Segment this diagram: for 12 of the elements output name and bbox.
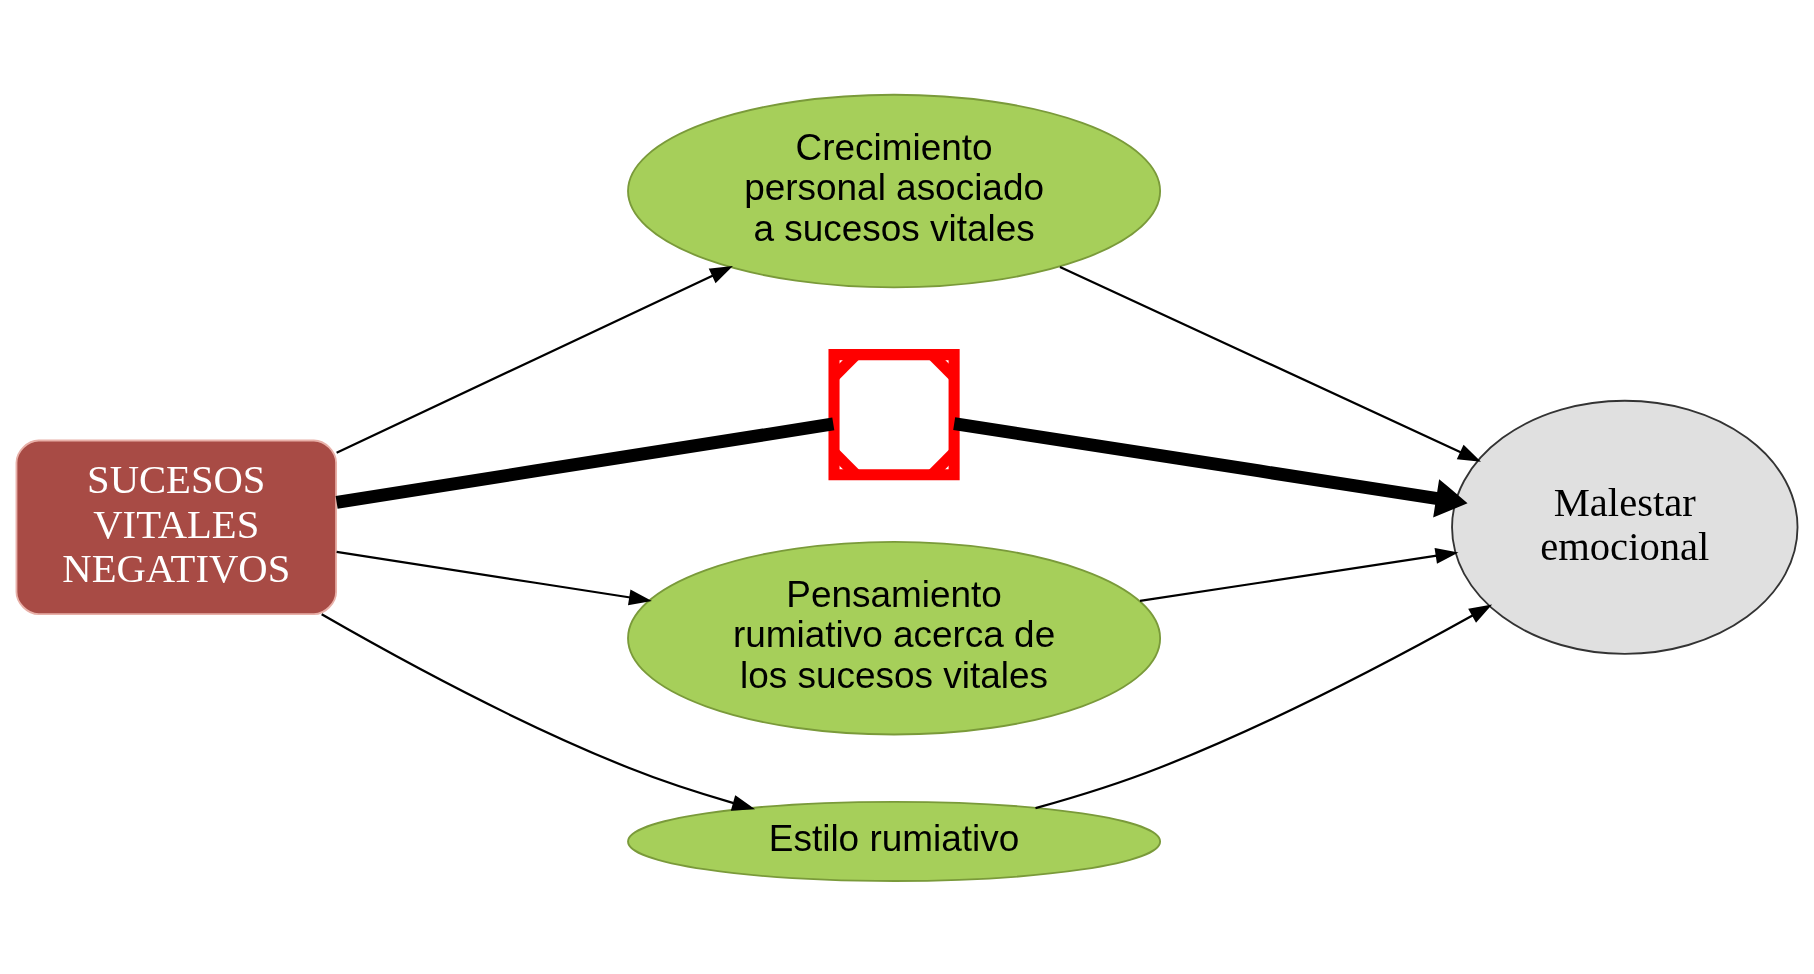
node-ellipse: Crecimiento personal asociado a sucesos vitales bbox=[627, 93, 1162, 288]
arrow bbox=[953, 416, 1468, 518]
node-ellipse: Estilo rumiativo bbox=[627, 800, 1162, 882]
arrow bbox=[336, 265, 733, 454]
arrow bbox=[1035, 603, 1493, 809]
node-ellipse: Malestar emocional bbox=[1451, 399, 1799, 655]
arrow bbox=[1139, 547, 1459, 602]
arrow bbox=[321, 612, 756, 811]
arrow bbox=[1059, 265, 1481, 462]
arrow bbox=[336, 550, 652, 605]
connector bbox=[335, 417, 835, 509]
node-box: SUCESOS VITALES NEGATIVOS bbox=[15, 439, 338, 615]
